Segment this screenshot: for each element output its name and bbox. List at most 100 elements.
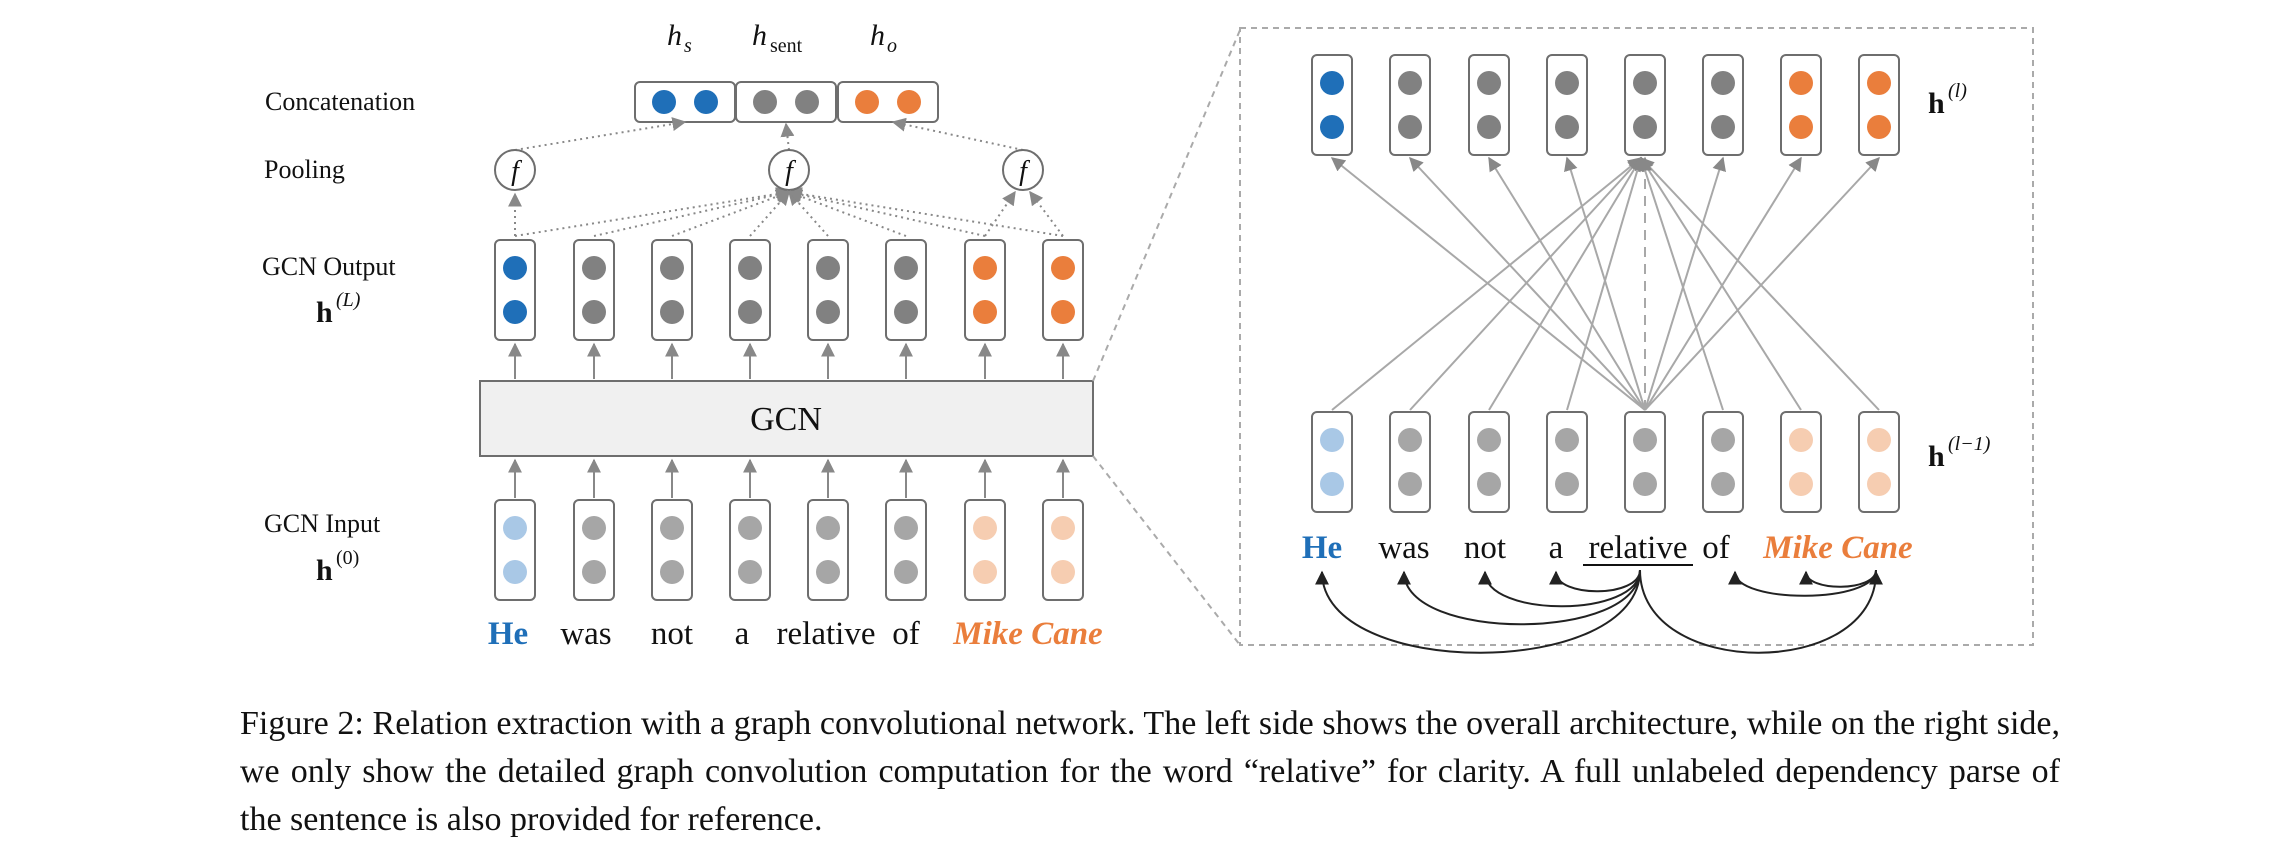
svg-text:o: o [887,35,897,57]
arrow-to-sentence-pool [787,187,1064,237]
layer-l-minus-1-symbol: h (l−1) [1928,433,1991,473]
unit-dot [1867,472,1891,496]
figure-caption: Figure 2: Relation extraction with a gra… [240,705,2060,838]
arrow-to-sentence-pool [514,187,791,237]
unit-dot [1555,71,1579,95]
unit-dot [1789,71,1813,95]
svg-text:(l): (l) [1948,80,1967,102]
unit-dot [582,560,606,584]
unit-dot [660,560,684,584]
arrow-pool-to-hs [514,117,687,151]
unit-dot [1633,472,1657,496]
unit-dot [795,90,819,114]
left-word-7: Mike Cane [952,616,1102,652]
unit-dot [855,90,879,114]
arrow-to-sentence-pool [671,189,791,237]
zoom-line-top [1092,29,1241,382]
unit-dot [503,516,527,540]
unit-dot [1555,472,1579,496]
concatenation-vector [634,81,939,123]
unit-dot [1051,516,1075,540]
unit-dot [1051,300,1075,324]
pool-function-symbol: f [511,156,522,187]
unit-dot [897,90,921,114]
layer-l-minus-1-vector-3 [1468,411,1510,513]
unit-dot [1320,472,1344,496]
svg-text:h: h [1928,440,1945,473]
input-vector-6 [885,499,927,601]
unit-dot [660,300,684,324]
unit-dot [1789,472,1813,496]
gcn-architecture-diagram: Concatenation Pooling GCN Output h (L) G… [262,19,2034,654]
input-vector-5 [807,499,849,601]
unit-dot [1051,560,1075,584]
right-word-6: of [1702,530,1730,566]
layer-l-symbol: h (l) [1928,80,1967,120]
layer-l-vector-8 [1858,54,1900,156]
arc-relative-a [1549,569,1641,593]
concat-header-labels: h s h sent h o [667,19,897,57]
output-vector-4 [729,239,771,341]
edge-to-relative [1566,156,1645,411]
pool-node-3: f [1002,149,1044,191]
unit-dot [1477,115,1501,139]
unit-dot [1320,115,1344,139]
left-panel: Concatenation Pooling GCN Output h (L) G… [262,19,1103,652]
input-vector-3 [651,499,693,601]
h-s-label: h s [667,19,692,57]
edge-from-relative [1644,156,1880,411]
gcn-output-symbol: h (L) [316,289,361,329]
zoom-panel-border [1239,27,2034,646]
unit-dot [1633,115,1657,139]
gcn-input-symbol: h (0) [316,547,359,587]
h-sent-label: h sent [752,19,803,57]
unit-dot [738,256,762,280]
layer-l-minus-1-vector-4 [1546,411,1588,513]
layer-l-vector-3 [1468,54,1510,156]
layer-l-vector-7 [1780,54,1822,156]
layer-l-minus-1-vector-1 [1311,411,1353,513]
unit-dot [1477,71,1501,95]
gcn-vertical-arrows [508,342,1070,498]
unit-dot [1477,428,1501,452]
right-word-3: not [1464,530,1506,566]
unit-dot [1711,428,1735,452]
left-word-2: was [560,616,611,652]
svg-text:(0): (0) [336,547,359,569]
unit-dot [816,300,840,324]
unit-dot [1320,428,1344,452]
layer-l-vector-5 [1624,54,1666,156]
unit-dot [894,560,918,584]
gcn-box-label: GCN [750,401,822,438]
edge-from-relative [1644,156,1802,411]
unit-dot [582,516,606,540]
layer-l-minus-1-vector-8 [1858,411,1900,513]
unit-dot [1555,428,1579,452]
unit-dot [1051,256,1075,280]
output-vector-5 [807,239,849,341]
unit-dot [816,256,840,280]
output-vector-3 [651,239,693,341]
unit-dot [652,90,676,114]
gcn-input-vectors [494,499,1084,601]
unit-dot [503,300,527,324]
edge-to-relative [1640,156,1802,411]
input-vector-1 [494,499,536,601]
gcn-box [479,380,1094,457]
arrow-pool-to-hsent [780,122,795,151]
layer-l-minus-1-vector-6 [1702,411,1744,513]
output-vector-1 [494,239,536,341]
unit-dot [660,256,684,280]
gcn-output-label: GCN Output [262,252,396,281]
input-vector-8 [1042,499,1084,601]
zoom-line-bottom [1092,455,1241,646]
unit-dot [1867,71,1891,95]
concat-segment-1 [634,81,736,123]
svg-text:(l−1): (l−1) [1948,433,1991,455]
gcn-input-label: GCN Input [264,509,381,538]
unit-dot [816,560,840,584]
h-o-label: h o [870,19,897,57]
